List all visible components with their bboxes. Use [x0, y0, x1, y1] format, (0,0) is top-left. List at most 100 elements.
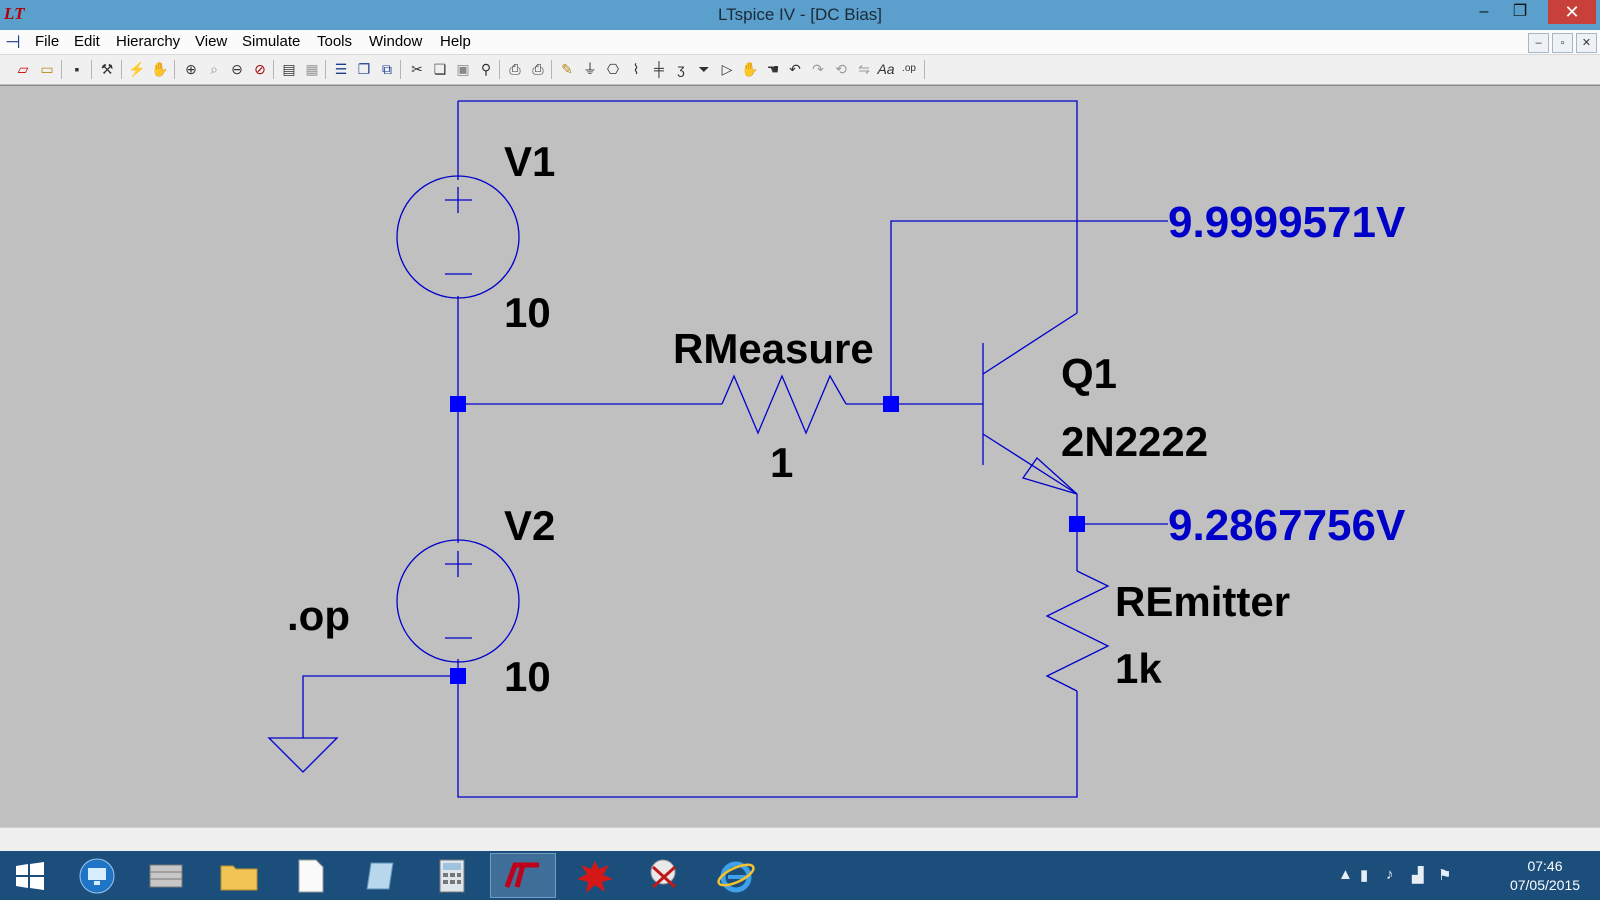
draw-wire-icon[interactable]: ✎ [561, 61, 573, 77]
undo-icon[interactable]: ↶ [789, 61, 801, 77]
maximize-button[interactable]: ❐ [1512, 3, 1528, 20]
print-setup-icon[interactable]: ⎙ [509, 61, 521, 77]
drag-icon[interactable]: ☚ [766, 61, 780, 77]
find-icon[interactable]: ⚲ [480, 61, 492, 77]
rmeasure-value-label[interactable]: 1 [770, 439, 793, 486]
cut-icon[interactable]: ✂ [411, 61, 423, 77]
minimize-button[interactable]: ‒ [1479, 3, 1489, 20]
taskbar-notepad[interactable] [278, 853, 344, 898]
ltspice-logo-icon[interactable]: LT [4, 4, 25, 23]
folder-icon [220, 865, 258, 890]
show-hidden-icons-icon[interactable]: ▲ [1338, 866, 1353, 883]
resistor-remitter[interactable] [1045, 570, 1110, 692]
op-directive[interactable]: .op [287, 592, 350, 639]
clock[interactable]: 07:46 07/05/2015 [1490, 857, 1600, 895]
voltage-source-v2[interactable] [396, 539, 520, 663]
menu-hierarchy[interactable]: Hierarchy [116, 33, 181, 50]
menu-view[interactable]: View [195, 33, 228, 50]
v2-value-label[interactable]: 10 [504, 653, 551, 700]
zoom-fit-icon[interactable]: ⊘ [254, 61, 266, 77]
voltage-source-v1[interactable] [396, 175, 520, 299]
capacitor-icon[interactable]: ╪ [654, 61, 664, 77]
emitter-voltage-label[interactable]: 9.2867756V [1168, 501, 1406, 550]
run-icon[interactable]: ⚡ [128, 61, 146, 77]
power-icon[interactable]: ▮ [1360, 867, 1369, 884]
copy-icon[interactable]: ❏ [433, 61, 447, 77]
v1-value-label[interactable]: 10 [504, 289, 551, 336]
child-close-button[interactable]: ✕ [1576, 33, 1597, 53]
taskbar-remote-desktop[interactable] [64, 853, 130, 898]
volume-icon[interactable]: ♪ [1386, 866, 1394, 883]
pan-icon[interactable]: ⌕ [210, 61, 218, 77]
component-labels: V1 10 V2 10 RMeasure 1 Q1 2N2222 REmitte… [287, 138, 1290, 700]
tile-horizontal-icon[interactable]: ☰ [334, 61, 348, 77]
zoom-in-icon[interactable]: ⊕ [185, 61, 197, 77]
q1-model-label[interactable]: 2N2222 [1061, 418, 1208, 465]
close-windows-icon[interactable]: ⧉ [382, 61, 392, 77]
junction-dot [450, 668, 466, 684]
component-icon[interactable]: ▷ [721, 61, 733, 77]
taskbar-paint-splat[interactable] [562, 853, 628, 898]
document-icon [298, 859, 324, 892]
remitter-name-label[interactable]: REmitter [1115, 578, 1290, 625]
inductor-icon[interactable]: ʒ [677, 61, 685, 77]
tile-vertical-icon[interactable]: ▦ [305, 61, 319, 77]
v2-name-label[interactable]: V2 [504, 502, 555, 549]
start-button[interactable] [0, 853, 60, 898]
menu-help[interactable]: Help [440, 33, 471, 50]
schematic-doc-icon[interactable]: ⊣ [5, 32, 21, 52]
transistor-q1[interactable] [982, 312, 1078, 495]
internet-explorer-icon [717, 861, 755, 892]
schematic-canvas[interactable]: V1 10 V2 10 RMeasure 1 Q1 2N2222 REmitte… [0, 85, 1600, 828]
taskbar-edit-tool[interactable] [347, 853, 413, 898]
redo-icon[interactable]: ↷ [812, 61, 824, 77]
rmeasure-name-label[interactable]: RMeasure [673, 325, 874, 372]
open-icon[interactable]: ▭ [40, 61, 54, 77]
ground-icon[interactable]: ⏚ [583, 61, 597, 77]
spice-directive-icon[interactable]: .op [902, 63, 916, 74]
resistor-rmeasure[interactable] [721, 374, 847, 435]
autorange-icon[interactable]: ▤ [282, 61, 296, 77]
action-center-flag-icon[interactable]: ⚑ [1438, 867, 1452, 884]
rotate-icon[interactable]: ⟲ [835, 61, 847, 77]
child-restore-button[interactable]: ▫ [1552, 33, 1573, 53]
cascade-icon[interactable]: ❐ [357, 61, 371, 77]
child-minimize-button[interactable]: – [1528, 33, 1549, 53]
menu-window[interactable]: Window [369, 33, 423, 50]
mirror-icon[interactable]: ⇋ [858, 61, 870, 77]
print-icon[interactable]: ⎙ [532, 61, 544, 77]
halt-icon[interactable]: ✋ [151, 61, 169, 77]
junction-dot [1069, 516, 1085, 532]
base-voltage-label[interactable]: 9.9999571V [1168, 198, 1406, 247]
wires[interactable] [302, 100, 1168, 798]
taskbar-file-explorer[interactable] [206, 853, 272, 898]
menu-tools[interactable]: Tools [317, 33, 353, 50]
label-net-icon[interactable]: ⎔ [606, 61, 620, 77]
splat-icon [577, 860, 613, 893]
network-icon[interactable]: ▟ [1412, 867, 1424, 884]
q1-name-label[interactable]: Q1 [1061, 350, 1117, 397]
voltage-probes: 9.9999571V 9.2867756V [1168, 198, 1406, 550]
zoom-out-icon[interactable]: ⊖ [231, 61, 243, 77]
menu-edit[interactable]: Edit [74, 33, 100, 50]
taskbar-server-manager[interactable] [133, 853, 199, 898]
control-panel-icon[interactable]: ⚒ [100, 61, 114, 77]
calculator-icon [439, 859, 465, 892]
taskbar-snipping-tool[interactable] [632, 853, 698, 898]
paste-icon[interactable]: ▣ [456, 61, 470, 77]
v1-name-label[interactable]: V1 [504, 138, 555, 185]
taskbar-internet-explorer[interactable] [703, 853, 769, 898]
taskbar-ltspice[interactable] [490, 853, 556, 898]
taskbar-calculator[interactable] [419, 853, 485, 898]
diode-icon[interactable]: ⏷ [698, 61, 710, 77]
menu-file[interactable]: File [35, 33, 60, 50]
ground-symbol[interactable] [267, 737, 339, 773]
resistor-icon[interactable]: ⌇ [632, 61, 640, 77]
save-icon[interactable]: ▪ [74, 61, 80, 77]
move-icon[interactable]: ✋ [741, 61, 759, 77]
text-icon[interactable]: Aa [877, 61, 895, 77]
remitter-value-label[interactable]: 1k [1115, 645, 1162, 692]
new-schematic-icon[interactable]: ▱ [17, 61, 29, 77]
close-button[interactable]: ✕ [1548, 0, 1596, 24]
menu-simulate[interactable]: Simulate [242, 33, 301, 50]
